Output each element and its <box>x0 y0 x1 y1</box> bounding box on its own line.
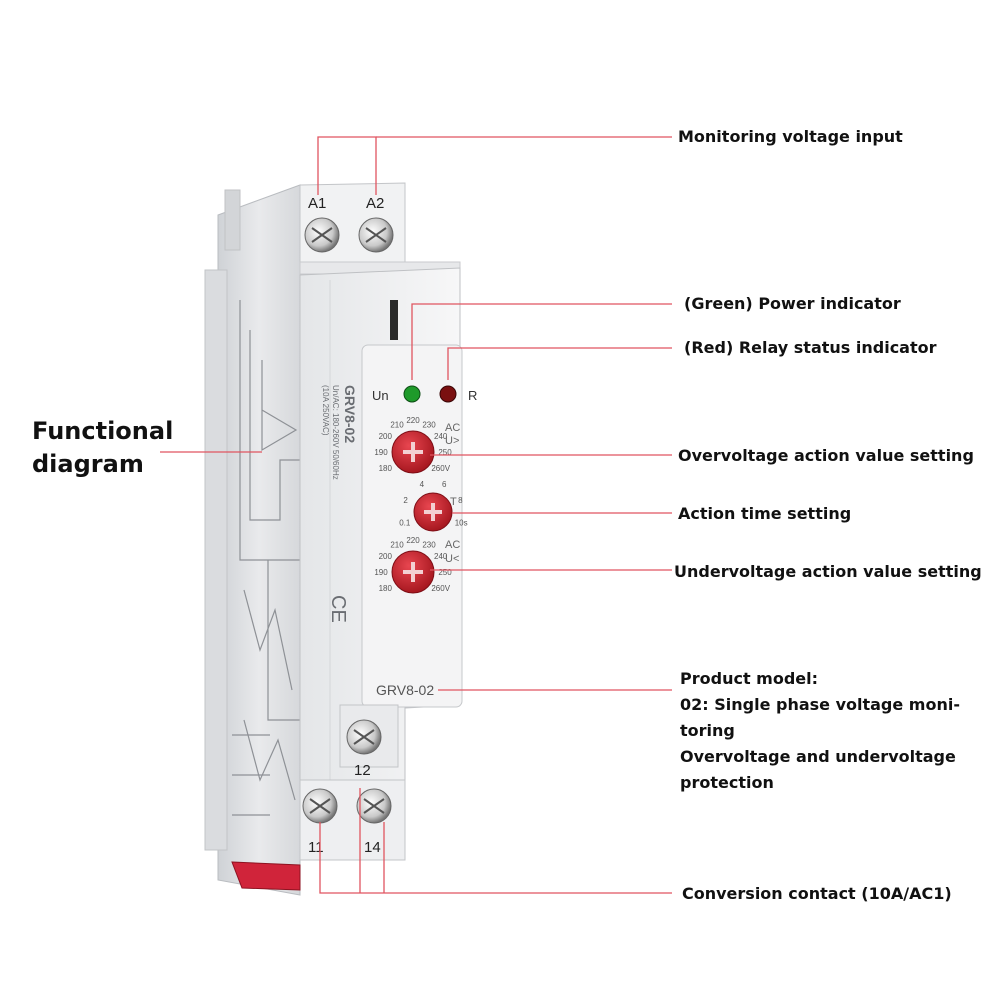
upper-symbol: U> <box>445 435 459 447</box>
lower-tick-2: 200 <box>379 552 393 561</box>
upper-mode: AC <box>445 422 460 434</box>
label-functional-diagram: Functional diagram <box>32 415 173 481</box>
label-conversion-contact: Conversion contact (10A/AC1) <box>682 884 952 903</box>
product-model-line-2: 02: Single phase voltage moni- <box>680 695 960 714</box>
time-tick-5: 10s <box>455 518 468 527</box>
leader-lines <box>160 136 672 894</box>
upper-tick-4: 220 <box>406 416 420 425</box>
side-rail <box>204 269 228 851</box>
housing-side <box>217 184 301 896</box>
side-waveforms <box>232 300 300 816</box>
terminal-11-label: 11 <box>308 839 324 856</box>
leader-contact <box>319 822 672 894</box>
lower-symbol: U< <box>445 553 459 565</box>
upper-tick-7: 250 <box>438 448 452 457</box>
lower-tick-7: 250 <box>438 568 452 577</box>
front-model: GRV8-02 <box>376 682 434 698</box>
lower-tick-1: 190 <box>374 568 388 577</box>
un-label: Un <box>372 388 389 403</box>
terminal-12-label: 12 <box>354 762 371 779</box>
upper-tick-6: 240 <box>434 432 448 441</box>
upper-tick-3: 210 <box>390 420 404 429</box>
upper-tick-5: 230 <box>422 420 436 429</box>
side-rating: Un/AC: 180-260V 50/60Hz <box>331 385 340 480</box>
upper-tick-1: 190 <box>374 448 388 457</box>
time-tick-3: 6 <box>442 480 447 489</box>
lower-tick-8: 260V <box>431 584 450 593</box>
terminal-14-label: 14 <box>364 839 381 856</box>
side-print: GRV8-02 Un/AC: 180-260V 50/60Hz (10A 250… <box>321 385 358 480</box>
label-undervoltage-setting: Undervoltage action value setting <box>674 562 982 581</box>
time-tick-2: 4 <box>420 480 425 489</box>
product-model-line-1: Product model: <box>680 669 819 688</box>
label-product-model-block: Product model: 02: Single phase voltage … <box>680 666 960 796</box>
label-power-indicator: (Green) Power indicator <box>684 294 901 313</box>
product-model-line-3: toring <box>680 721 735 740</box>
time-tick-4: 8 <box>458 496 463 505</box>
terminal-a1-label: A1 <box>308 195 326 212</box>
ce-mark: CE <box>327 595 349 623</box>
power-led <box>403 385 421 403</box>
label-relay-status-indicator: (Red) Relay status indicator <box>684 338 937 357</box>
r-label: R <box>468 388 477 403</box>
relay-led <box>439 385 457 403</box>
leader-monitoring <box>317 136 377 195</box>
terminal-screws <box>302 217 394 824</box>
time-symbol: T <box>450 496 457 508</box>
upper-tick-8: 260V <box>431 464 450 473</box>
dial-time: 0.1 2 4 6 8 10s T <box>399 480 468 532</box>
time-tick-1: 2 <box>403 496 408 505</box>
lower-tick-4: 220 <box>406 536 420 545</box>
terminal-a2-label: A2 <box>366 195 384 212</box>
leader-power <box>411 303 672 380</box>
lower-tick-5: 230 <box>422 540 436 549</box>
lower-mode: AC <box>445 539 460 551</box>
label-overvoltage-setting: Overvoltage action value setting <box>678 446 974 465</box>
side-model: GRV8-02 <box>342 385 358 443</box>
functional-diagram-line-2: diagram <box>32 450 144 478</box>
upper-tick-2: 200 <box>379 432 393 441</box>
side-contact-rating: (10A 250VAC) <box>321 385 330 436</box>
product-model-line-5: protection <box>680 773 774 792</box>
upper-tick-0: 180 <box>379 464 393 473</box>
label-action-time-setting: Action time setting <box>678 504 852 523</box>
din-clip <box>231 861 301 891</box>
lower-tick-0: 180 <box>379 584 393 593</box>
leader-relay <box>447 347 672 380</box>
front-slot <box>390 300 398 340</box>
functional-diagram-line-1: Functional <box>32 417 174 445</box>
lower-tick-3: 210 <box>390 540 404 549</box>
time-tick-0: 0.1 <box>399 518 411 527</box>
lower-tick-6: 240 <box>434 552 448 561</box>
label-monitoring-voltage-input: Monitoring voltage input <box>678 127 903 146</box>
product-model-line-4: Overvoltage and undervoltage <box>680 747 956 766</box>
